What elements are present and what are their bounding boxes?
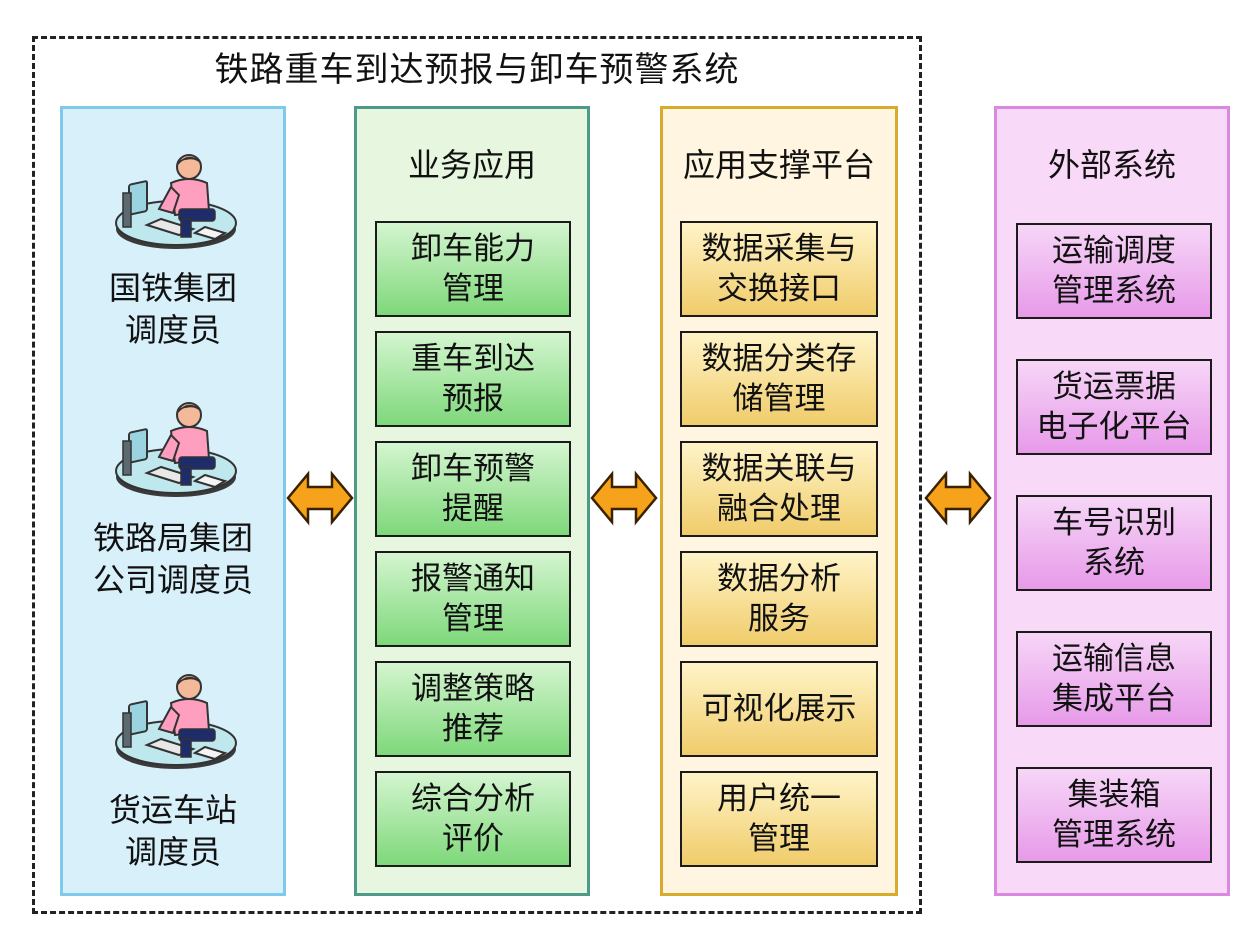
- dispatcher-icon: [115, 154, 237, 249]
- users-column: 国铁集团 调度员 铁路局集团 公司调度员 货运车站 调度员: [60, 106, 286, 896]
- platform-box: 数据关联与 融合处理: [680, 441, 878, 537]
- platform-heading: 应用支撑平台: [682, 146, 875, 184]
- platform-column: 应用支撑平台 数据采集与 交换接口 数据分类存 储管理 数据关联与 融合处理 数…: [660, 106, 898, 896]
- platform-box: 可视化展示: [680, 661, 878, 757]
- user-label: 铁路局集团 公司调度员: [92, 519, 253, 599]
- external-column: 外部系统 运输调度 管理系统 货运票据 电子化平台 车号识别 系统 运输信息 集…: [994, 106, 1230, 896]
- system-boundary: [32, 36, 922, 914]
- business-heading: 业务应用: [407, 146, 536, 184]
- biz-box: 卸车能力 管理: [375, 221, 571, 317]
- external-box: 集装箱 管理系统: [1016, 767, 1212, 863]
- business-column: 业务应用 卸车能力 管理 重车到达 预报 卸车预警 提醒 报警通知 管理 调整策…: [354, 106, 590, 896]
- biz-box: 重车到达 预报: [375, 331, 571, 427]
- external-box: 车号识别 系统: [1016, 495, 1212, 591]
- biz-box: 综合分析 评价: [375, 771, 571, 867]
- bidirectional-arrow-icon: [924, 470, 992, 526]
- platform-box: 数据分类存 储管理: [680, 331, 878, 427]
- system-title: 铁路重车到达预报与卸车预警系统: [214, 50, 740, 90]
- external-box: 运输调度 管理系统: [1016, 223, 1212, 319]
- user-label: 国铁集团 调度员: [108, 269, 237, 349]
- biz-box: 卸车预警 提醒: [375, 441, 571, 537]
- platform-box: 数据分析 服务: [680, 551, 878, 647]
- external-box: 货运票据 电子化平台: [1016, 359, 1212, 455]
- platform-box: 数据采集与 交换接口: [680, 221, 878, 317]
- dispatcher-icon: [115, 402, 237, 497]
- biz-box: 报警通知 管理: [375, 551, 571, 647]
- biz-box: 调整策略 推荐: [375, 661, 571, 757]
- external-heading: 外部系统: [1047, 146, 1176, 184]
- bidirectional-arrow-icon: [590, 470, 658, 526]
- external-box: 运输信息 集成平台: [1016, 631, 1212, 727]
- platform-box: 用户统一 管理: [680, 771, 878, 867]
- user-label: 货运车站 调度员: [108, 791, 237, 871]
- dispatcher-icon: [115, 674, 237, 769]
- bidirectional-arrow-icon: [286, 470, 354, 526]
